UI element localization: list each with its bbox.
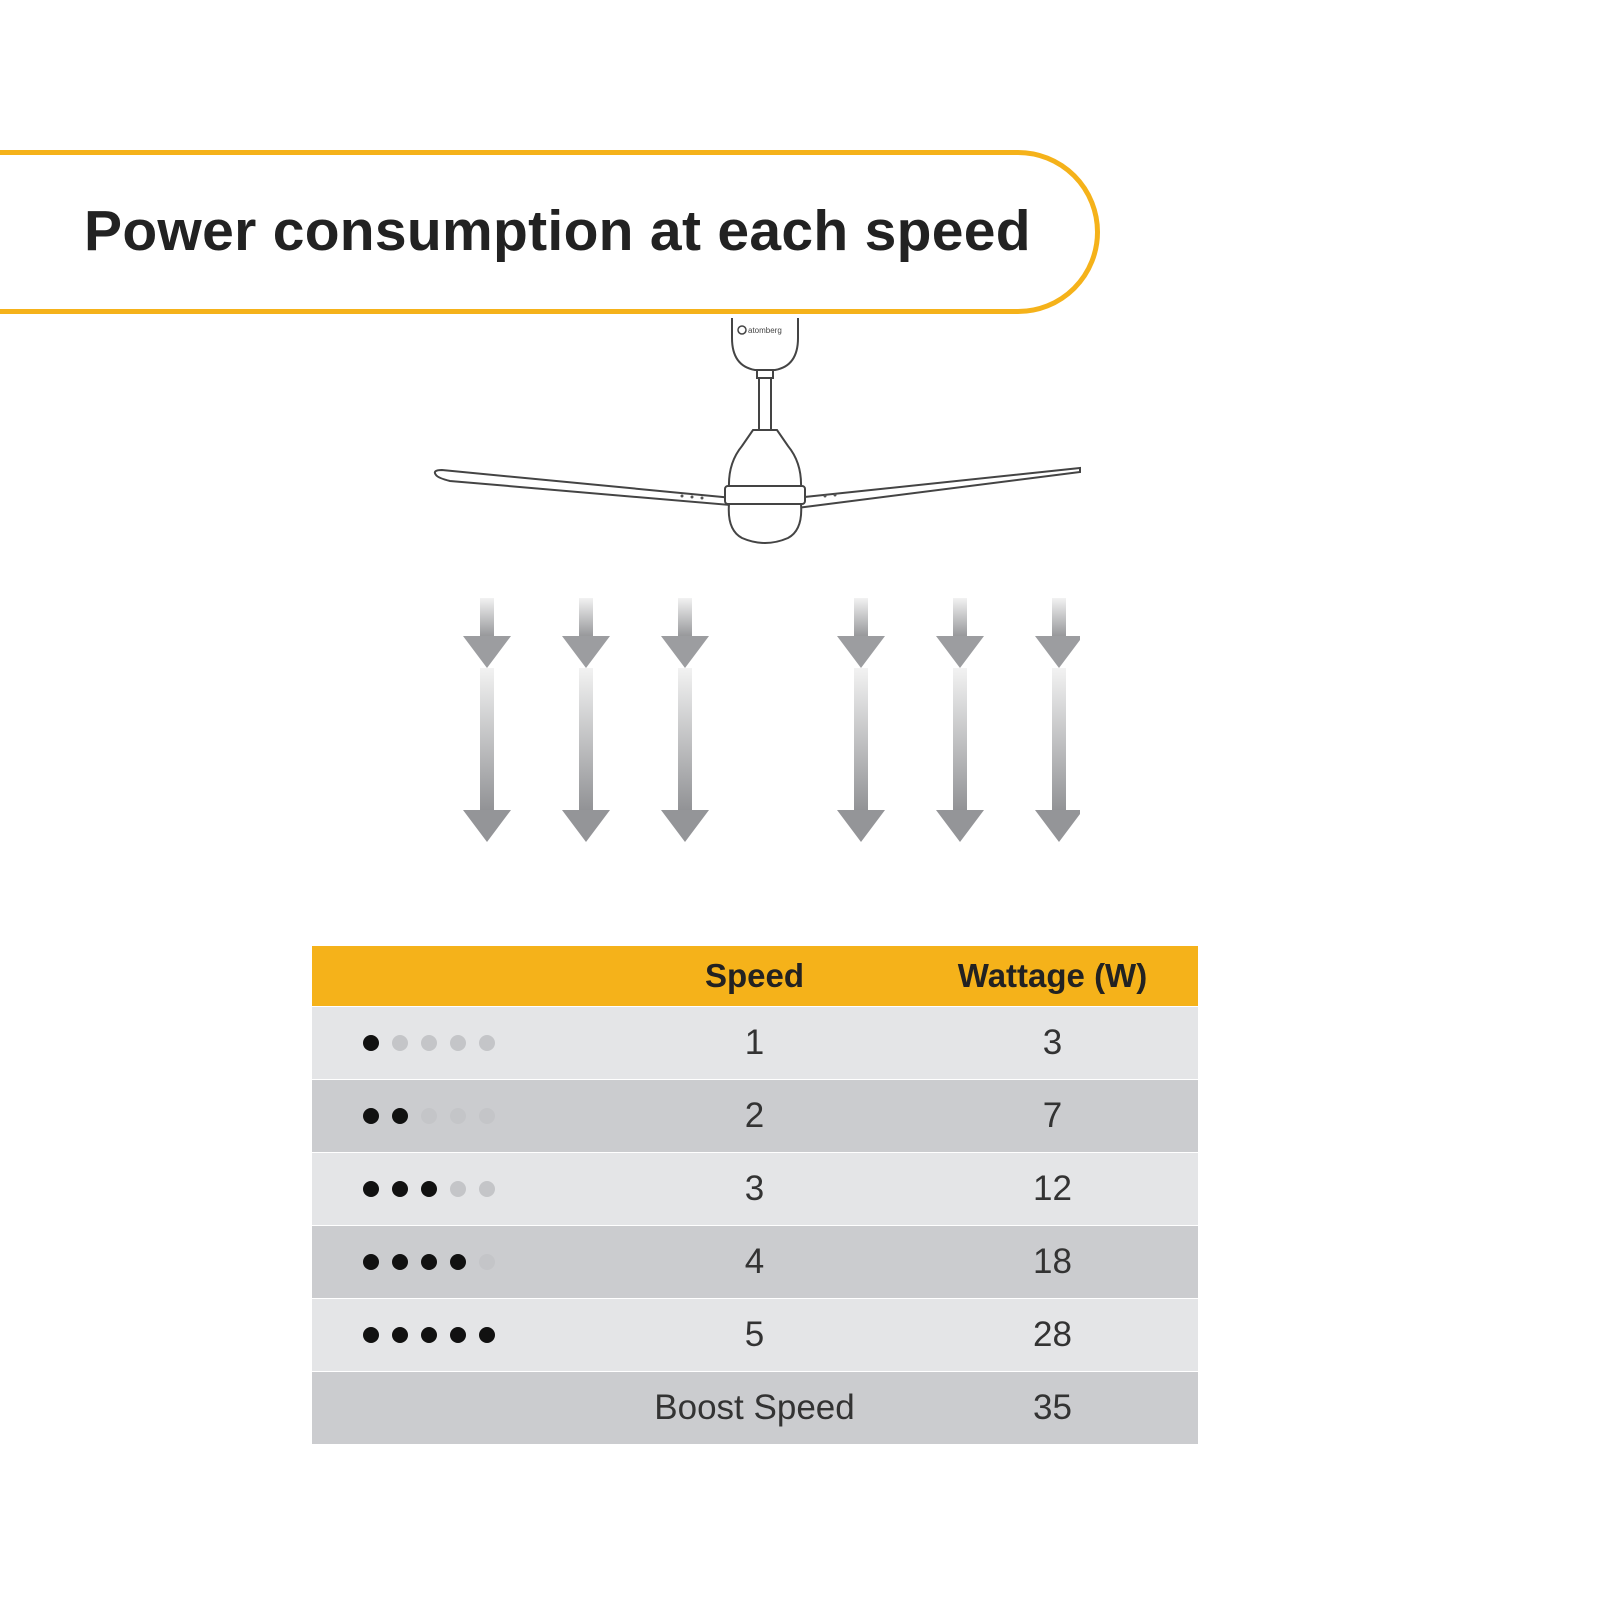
speed-value: 4 <box>602 1225 907 1299</box>
table-row: 2 7 <box>312 1079 1198 1153</box>
ceiling-fan-icon: atomberg <box>433 318 1081 544</box>
speed-dot-active <box>363 1035 379 1051</box>
airflow-arrow <box>837 598 885 842</box>
speed-dot-inactive <box>421 1108 437 1124</box>
speed-dot-active <box>363 1254 379 1270</box>
column-header-wattage: Wattage (W) <box>907 946 1198 1007</box>
wattage-value: 7 <box>907 1079 1198 1153</box>
speed-value: 2 <box>602 1079 907 1153</box>
speed-dot-inactive <box>479 1035 495 1051</box>
speed-dot-active <box>363 1181 379 1197</box>
wattage-value: 12 <box>907 1152 1198 1226</box>
speed-dot-active <box>479 1327 495 1343</box>
speed-value: Boost Speed <box>602 1371 907 1444</box>
column-header-speed: Speed <box>602 946 907 1007</box>
table-header-row: Speed Wattage (W) <box>312 946 1198 1007</box>
speed-dot-inactive <box>479 1181 495 1197</box>
speed-dot-active <box>363 1327 379 1343</box>
table-row: 1 3 <box>312 1006 1198 1080</box>
table-row: 3 12 <box>312 1152 1198 1226</box>
speed-dot-inactive <box>450 1108 466 1124</box>
speed-level-indicator <box>312 1006 602 1080</box>
speed-dot-active <box>392 1181 408 1197</box>
airflow-arrow <box>661 598 709 842</box>
speed-dot-active <box>421 1254 437 1270</box>
speed-dot-active <box>363 1108 379 1124</box>
wattage-value: 18 <box>907 1225 1198 1299</box>
speed-dot-active <box>421 1181 437 1197</box>
speed-dot-active <box>392 1108 408 1124</box>
speed-dot-active <box>392 1327 408 1343</box>
airflow-arrow <box>562 598 610 842</box>
speed-dot-inactive <box>479 1108 495 1124</box>
brand-logo-text: atomberg <box>748 326 782 335</box>
airflow-arrow <box>1035 598 1080 842</box>
table-row: 4 18 <box>312 1225 1198 1299</box>
speed-dot-active <box>421 1327 437 1343</box>
speed-value: 5 <box>602 1298 907 1372</box>
wattage-value: 28 <box>907 1298 1198 1372</box>
table-row: 5 28 <box>312 1298 1198 1372</box>
speed-level-indicator <box>312 1079 602 1153</box>
speed-dot-inactive <box>421 1035 437 1051</box>
table-row: Boost Speed 35 <box>312 1371 1198 1444</box>
speed-dot-active <box>450 1327 466 1343</box>
speed-value: 3 <box>602 1152 907 1226</box>
airflow-arrow <box>463 598 511 842</box>
wattage-value: 35 <box>907 1371 1198 1444</box>
title-banner <box>0 150 1100 314</box>
power-consumption-table: Speed Wattage (W) 1 3 2 7 3 12 4 18 5 28 <box>312 946 1198 1444</box>
page-title: Power consumption at each speed <box>84 199 1031 263</box>
speed-level-indicator <box>312 1371 602 1444</box>
speed-level-indicator <box>312 1225 602 1299</box>
airflow-arrow <box>936 598 984 842</box>
wattage-value: 3 <box>907 1006 1198 1080</box>
speed-value: 1 <box>602 1006 907 1080</box>
speed-dot-inactive <box>450 1035 466 1051</box>
speed-level-indicator <box>312 1152 602 1226</box>
column-header-indicator <box>312 946 602 1007</box>
speed-dot-inactive <box>392 1035 408 1051</box>
speed-level-indicator <box>312 1298 602 1372</box>
speed-dot-inactive <box>450 1181 466 1197</box>
airflow-arrows <box>463 598 1080 842</box>
speed-dot-active <box>450 1254 466 1270</box>
speed-dot-active <box>392 1254 408 1270</box>
speed-dot-inactive <box>479 1254 495 1270</box>
